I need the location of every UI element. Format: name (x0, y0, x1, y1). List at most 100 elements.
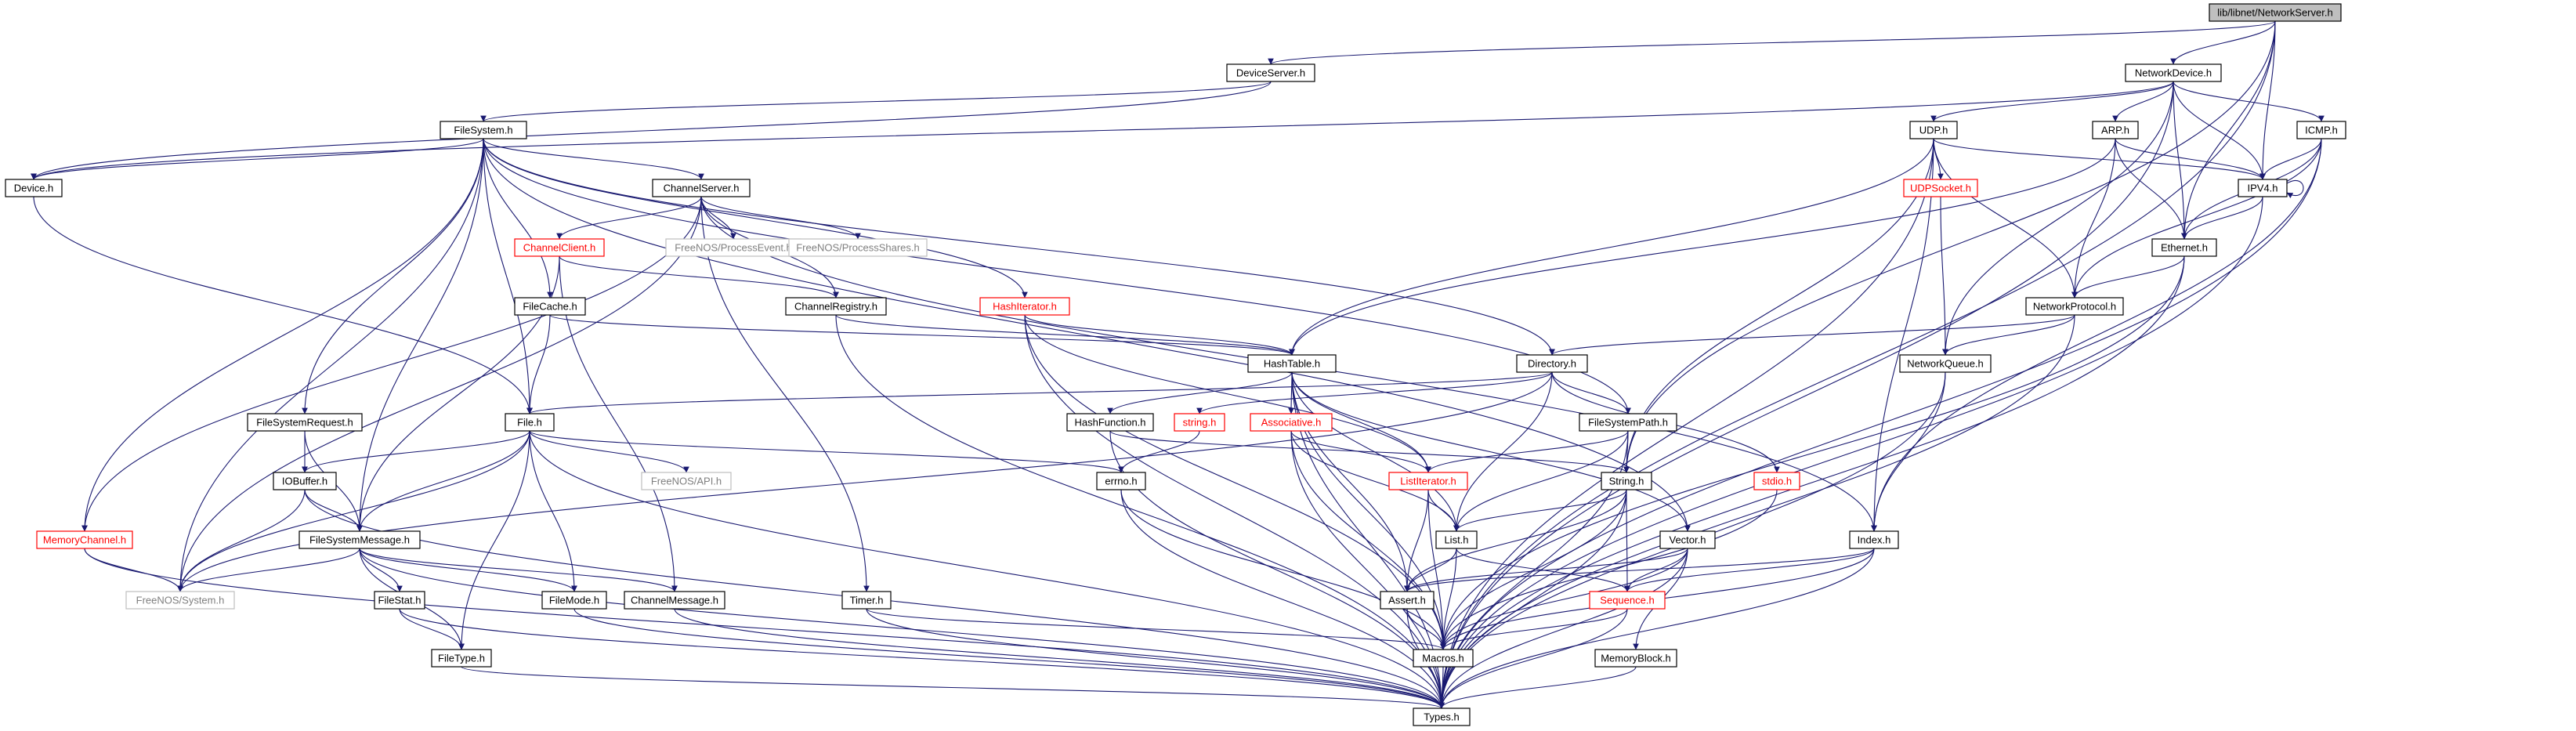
node-icmp[interactable]: ICMP.h (2296, 121, 2346, 139)
node-arp[interactable]: ARP.h (2092, 121, 2139, 139)
node-filemode[interactable]: FileMode.h (541, 591, 607, 610)
edge-channelserver-to-processshares (700, 196, 861, 240)
node-memoryblock[interactable]: MemoryBlock.h (1594, 649, 1677, 668)
node-box (125, 591, 235, 610)
node-system[interactable]: FreeNOS/System.h (125, 591, 235, 610)
edge-filesystempath-to-listiterator (1425, 430, 1629, 473)
node-label: String.h (1609, 476, 1644, 487)
node-ethernet[interactable]: Ethernet.h (2151, 238, 2217, 257)
node-iobuffer[interactable]: IOBuffer.h (273, 472, 337, 490)
node-memorychannel[interactable]: MemoryChannel.h (36, 530, 133, 549)
edge-file-to-filetype (458, 430, 530, 650)
node-filesystempath[interactable]: FileSystemPath.h (1579, 413, 1677, 432)
node-root[interactable]: lib/libnet/NetworkServer.h (2209, 3, 2342, 22)
node-macros[interactable]: Macros.h (1413, 649, 1474, 668)
node-channelserver[interactable]: ChannelServer.h (652, 179, 751, 197)
node-label: FileMode.h (549, 595, 599, 606)
node-networkdevice[interactable]: NetworkDevice.h (2125, 63, 2222, 82)
node-networkqueue[interactable]: NetworkQueue.h (1899, 354, 1992, 373)
edge-associative-to-listiterator (1290, 430, 1431, 473)
edge-timer-to-types (866, 608, 1445, 709)
node-associative[interactable]: Associative.h (1250, 413, 1333, 432)
edge-ethernet-to-networkprotocol (2071, 255, 2185, 299)
node-assert[interactable]: Assert.h (1380, 591, 1435, 610)
node-filesystemrequest[interactable]: FileSystemRequest.h (247, 413, 363, 432)
node-list[interactable]: List.h (1435, 530, 1478, 549)
edge-arp-to-hashtable (1289, 138, 2116, 356)
node-device[interactable]: Device.h (5, 179, 63, 197)
node-box (514, 297, 586, 316)
edge-filesystem-to-file (483, 138, 533, 414)
node-label: FileType.h (438, 653, 485, 664)
node-channelclient[interactable]: ChannelClient.h (514, 238, 605, 257)
node-file[interactable]: File.h (505, 413, 555, 432)
edge-hashiterator-to-macros (1024, 314, 1446, 650)
edge-root-to-stringcap (1623, 20, 2276, 473)
edge-root-to-ethernet (2181, 20, 2276, 240)
edge-iobuffer-to-system (177, 489, 306, 592)
node-filesystem[interactable]: FileSystem.h (440, 121, 527, 139)
node-filetype[interactable]: FileType.h (431, 649, 492, 668)
node-udpsocket[interactable]: UDPSocket.h (1903, 179, 1978, 197)
node-processshares[interactable]: FreeNOS/ProcessShares.h (788, 238, 928, 257)
edge-filestat-to-filetype (399, 608, 465, 650)
node-box (36, 530, 133, 549)
node-label: FileSystemMessage.h (309, 534, 410, 546)
node-stdio[interactable]: stdio.h (1753, 472, 1800, 490)
node-sequence[interactable]: Sequence.h (1589, 591, 1666, 610)
edge-hashfunction-to-stringcap (1109, 430, 1630, 473)
node-directory[interactable]: Directory.h (1516, 354, 1588, 373)
node-listiterator[interactable]: ListIterator.h (1388, 472, 1468, 490)
node-ipv4[interactable]: IPV4.h (2238, 179, 2288, 197)
edge-udpsocket-to-networkqueue (1940, 196, 1948, 356)
node-filestat[interactable]: FileStat.h (374, 591, 425, 610)
node-filecache[interactable]: FileCache.h (514, 297, 586, 316)
edge-ipv4-to-types (1438, 196, 2263, 709)
node-index[interactable]: Index.h (1849, 530, 1899, 549)
node-hashfunction[interactable]: HashFunction.h (1066, 413, 1154, 432)
node-box (979, 297, 1070, 316)
node-api[interactable]: FreeNOS/API.h (641, 472, 732, 490)
edge-directory-to-list (1453, 371, 1553, 532)
edge-stdio-to-macros (1440, 489, 1778, 650)
node-udp[interactable]: UDP.h (1909, 121, 1958, 139)
node-stringcap[interactable]: String.h (1601, 472, 1652, 490)
edge-udp-to-ipv4 (1933, 138, 2266, 180)
node-box (624, 591, 725, 610)
edge-vector-to-macros (1440, 548, 1688, 650)
edge-filesystem-to-filecache (483, 138, 553, 299)
node-networkprotocol[interactable]: NetworkProtocol.h (2025, 297, 2124, 316)
edge-hashtable-to-assert (1291, 371, 1410, 592)
edge-filestat-to-types (399, 608, 1445, 709)
node-errno[interactable]: errno.h (1096, 472, 1146, 490)
node-timer[interactable]: Timer.h (841, 591, 892, 610)
node-box (1066, 413, 1154, 432)
node-deviceserver[interactable]: DeviceServer.h (1226, 63, 1315, 82)
node-vector[interactable]: Vector.h (1659, 530, 1716, 549)
node-label: File.h (517, 417, 542, 429)
node-channelregistry[interactable]: ChannelRegistry.h (785, 297, 887, 316)
node-label: MemoryBlock.h (1601, 653, 1671, 664)
edge-icmp-to-ipv4 (2259, 138, 2322, 180)
node-label: Ethernet.h (2161, 242, 2208, 254)
node-types[interactable]: Types.h (1413, 707, 1471, 726)
node-filesystemmessage[interactable]: FileSystemMessage.h (298, 530, 421, 549)
edge-networkprotocol-to-directory (1549, 314, 2075, 356)
edge-filesystemmessage-to-types (359, 548, 1445, 709)
edge-list-to-macros (1440, 548, 1457, 650)
node-channelmessage[interactable]: ChannelMessage.h (624, 591, 725, 610)
node-hashiterator[interactable]: HashIterator.h (979, 297, 1070, 316)
node-label: NetworkDevice.h (2135, 67, 2212, 79)
node-label: Timer.h (850, 595, 884, 606)
node-label: Device.h (14, 183, 54, 194)
node-stringh[interactable]: string.h (1174, 413, 1225, 432)
node-label: List.h (1444, 534, 1468, 546)
edge-networkdevice-to-networkqueue (1942, 81, 2174, 356)
node-hashtable[interactable]: HashTable.h (1247, 354, 1337, 373)
edge-index-to-assert (1404, 548, 1875, 592)
edge-root-to-networkdevice (2170, 20, 2276, 65)
edge-memorychannel-to-system (84, 548, 183, 592)
edge-directory-to-system (177, 371, 1553, 592)
node-processevent[interactable]: FreeNOS/ProcessEvent.h (665, 238, 801, 257)
edge-hashiterator-to-listiterator (1024, 314, 1431, 473)
